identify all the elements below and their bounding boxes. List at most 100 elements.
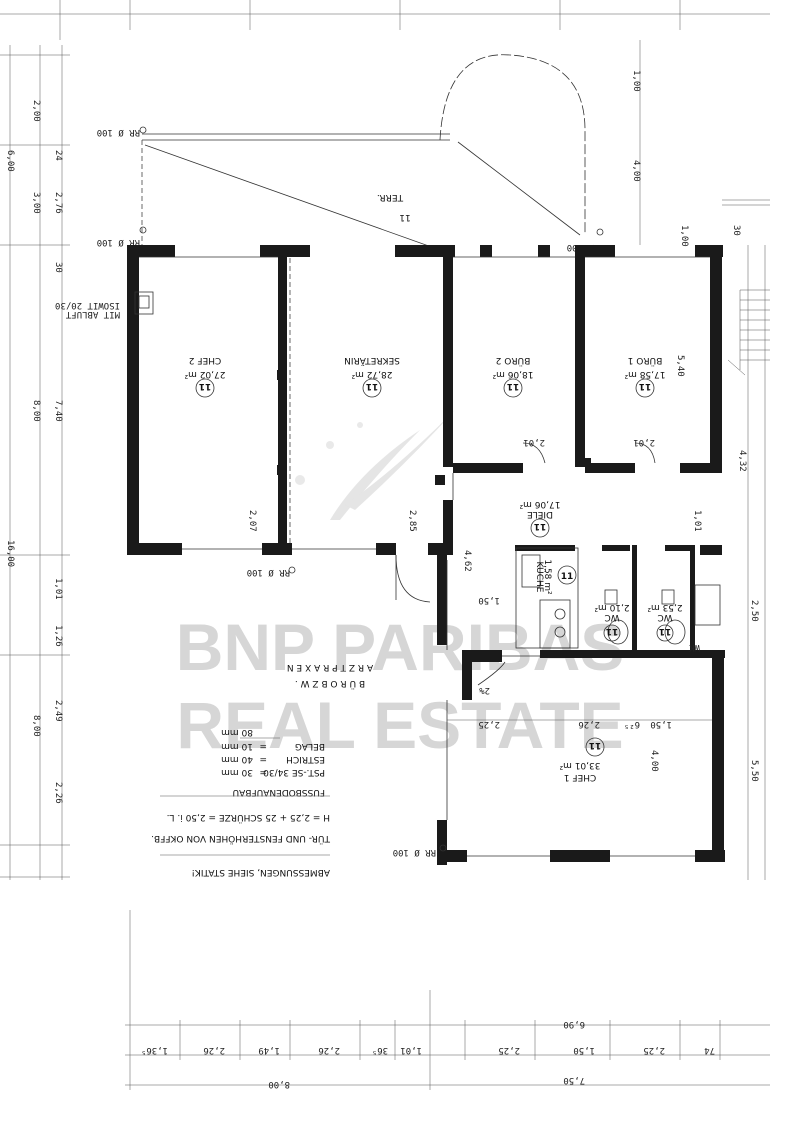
use-line-arztpraxen: A R Z T P R A X E N	[287, 662, 373, 672]
room-wc1: WC 2,10 m² 11	[594, 602, 630, 642]
dim-right-2-50: 2,50	[749, 600, 759, 622]
right-dimension-chain: 1,00 4,00 1,00 5,40 4,32 2,50 4,00 5,50 …	[631, 40, 766, 880]
room-wc1-area: 2,10 m²	[594, 602, 630, 612]
dim-left-2-49: 2,49	[53, 700, 63, 722]
room-chef2-name: CHEF 2	[189, 355, 222, 365]
room-sekretaerin-area: 28,72 m²	[351, 369, 392, 379]
room-diele: DIELE 17,06 m² 11	[519, 499, 561, 538]
dim-left-8-00-b: 8,00	[31, 715, 41, 737]
floor-row-2-eq: =	[259, 754, 267, 764]
room-diele-num: 11	[534, 521, 547, 531]
room-labels: CHEF 2 27,02 m² 11 SEKRETÄRIN 28,72 m² 1…	[184, 355, 683, 782]
floor-row-2-name: ESTRICH	[286, 754, 325, 764]
room-buero2-num: 11	[507, 381, 520, 391]
dim-right-5-40: 5,40	[675, 355, 685, 377]
dim-right-1-00: 1,00	[679, 225, 689, 247]
dim-bottom-9: 2,25	[643, 1045, 665, 1055]
room-chef2-num: 11	[199, 381, 212, 391]
watermark: BNP PARIBAS REAL ESTATE	[176, 610, 625, 762]
room-buero1-area: 17,58 m²	[624, 369, 665, 379]
room-diele-area: 17,06 m²	[519, 499, 560, 509]
room-kueche: KÜCHE 1,58 m²	[534, 559, 552, 595]
right-stairs	[722, 199, 770, 376]
watermark-star-logo	[295, 410, 455, 520]
dim-inner-2-01b: 2,01	[633, 437, 655, 447]
dim-left-24: 24	[53, 150, 63, 161]
height-formula: H = 2,25 + 25 SCHÜRZE = 2,50 i. L.	[167, 812, 330, 823]
dim-right-30: 30	[731, 225, 741, 236]
room-buero2: BÜRO 2 18,06 m² 11	[492, 355, 534, 398]
room-kueche-num: 11	[561, 572, 574, 582]
dim-inner-2-26: 2,26	[578, 719, 600, 729]
floor-row-3-name: BELAG	[295, 741, 325, 751]
room-kueche-area: 1,58 m²	[542, 559, 552, 595]
floor-build-row-3: BELAG = 10 mm	[221, 741, 325, 751]
dim-inner-2-07: 2,07	[247, 510, 257, 532]
dim-inner-2-85: 2,85	[407, 510, 417, 532]
dim-inner-625: 6²⁵	[624, 719, 640, 729]
dim-inner-2-01a: 2,01	[523, 437, 545, 447]
dim-right-4-00-top: 4,00	[631, 160, 641, 182]
dim-left-3-00: 3,00	[31, 192, 41, 214]
floor-row-1-eq: =	[259, 767, 267, 777]
dim-bottom-1: 1,36⁵	[141, 1045, 168, 1055]
room-buero2-name: BÜRO 2	[496, 355, 531, 366]
floor-row-1-val: 30 mm	[221, 767, 253, 777]
dim-bottom-5: 36⁵	[372, 1045, 388, 1055]
dim-bottom-6-90: 6,90	[563, 1019, 585, 1029]
floor-row-2-val: 40 mm	[221, 754, 253, 764]
dim-left-2-00: 2,00	[31, 100, 41, 122]
floor-row-3-val: 10 mm	[221, 741, 253, 751]
walls	[127, 245, 725, 865]
dim-left-2-26: 2,26	[53, 782, 63, 804]
dim-bottom-6: 1,01	[400, 1045, 422, 1055]
room-sekretaerin-name: SEKRETÄRIN	[344, 355, 400, 366]
room-chef1-area: 33,01 m²	[559, 760, 600, 770]
room-chef1: CHEF 1 33,01 m² 11	[559, 737, 605, 782]
terrace-label: TERR.	[377, 192, 404, 202]
floor-row-1-name: PST.-SE 34/30	[263, 767, 325, 777]
dim-right-5-50: 5,50	[749, 760, 759, 782]
watermark-line2: REAL ESTATE	[176, 688, 623, 762]
room-chef1-num: 11	[589, 740, 602, 750]
terrace-room-number: 11	[399, 212, 410, 222]
inner-dimensions: 1,50 2,25 2,26 6²⁵ 1,50 2,01 2,01 4,62 2…	[247, 437, 712, 729]
wk-label: WK	[689, 642, 700, 652]
floor-row-4-val: 80 mm	[221, 727, 253, 737]
percent-label: 2%	[479, 685, 490, 695]
room-sekretaerin-num: 11	[366, 381, 379, 391]
dim-left-7-40: 7,40	[53, 400, 63, 422]
dim-right-4-00: 4,00	[649, 750, 659, 772]
room-kueche-name: KÜCHE	[534, 562, 545, 593]
mit-abluft-label: MIT ABLUFT	[65, 309, 120, 319]
floor-build-row-1: PST.-SE 34/30 = 30 mm	[221, 767, 325, 777]
dim-inner-2-25: 2,25	[478, 719, 500, 729]
dim-bottom-3: 1,49	[258, 1045, 280, 1055]
dim-inner-4-62: 4,62	[462, 550, 472, 572]
dim-left-30: 30	[53, 262, 63, 273]
room-buero1-num: 11	[639, 381, 652, 391]
room-wc2-num: 11	[659, 626, 672, 636]
floor-build-row-4: 80 mm	[221, 727, 253, 737]
misc-labels: ISOWIT 20/30 MIT ABLUFT RR Ø 100 RR Ø 10…	[55, 300, 700, 858]
dim-left-1-26: 1,26	[53, 625, 63, 647]
room-sekretaerin: SEKRETÄRIN 28,72 m² 11	[344, 355, 400, 398]
floor-row-3-eq: =	[259, 741, 267, 751]
room-wc2: WC 2,53 m² 11	[647, 602, 683, 642]
room-chef1-name: CHEF 1	[564, 772, 597, 782]
dim-bottom-4: 2,26	[318, 1045, 340, 1055]
dim-inner-1-50b: 1,50	[650, 719, 672, 729]
dim-left-6-00: 6,00	[5, 150, 15, 172]
bottom-dimension-chain: 1,36⁵ 2,26 1,49 2,26 36⁵ 1,01 2,25 1,50 …	[125, 910, 770, 1090]
top-dimension-strip	[0, 0, 770, 40]
notes-block: A R Z T P R A X E N B Ü R O B Z W . FUSS…	[151, 662, 373, 877]
dim-left-8-00: 8,00	[31, 400, 41, 422]
watermark-line1: BNP PARIBAS	[176, 610, 625, 684]
rr-label-top-left: RR Ø 100	[97, 127, 140, 138]
dim-inner-1-01: 1,01	[692, 510, 702, 532]
isowit-label: ISOWIT 20/30	[55, 300, 120, 310]
room-buero1: BÜRO 1 17,58 m² 11	[624, 355, 666, 398]
use-line-buero: B Ü R O B Z W .	[295, 678, 365, 689]
room-chef2: CHEF 2 27,02 m² 11	[184, 355, 226, 398]
left-dimension-chain: 2,00 3,00 6,00 2,76 7,40 8,00 16,00 1,01…	[0, 45, 70, 880]
